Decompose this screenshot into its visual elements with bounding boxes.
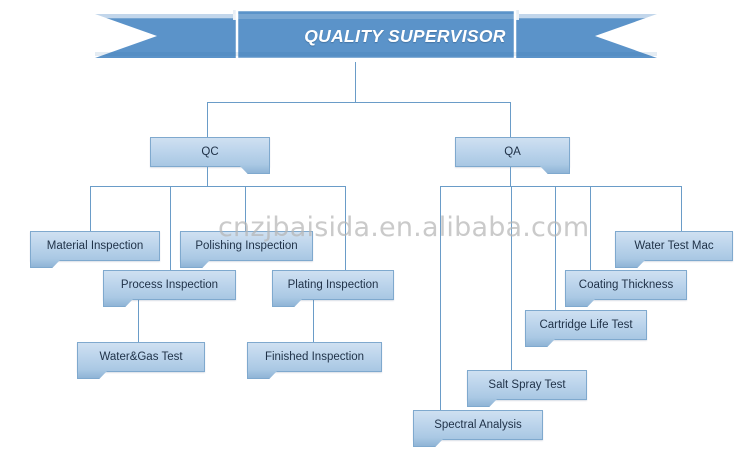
connector-drop-qc [207,102,208,137]
node-water-test-mac-label: Water Test Mac [634,240,714,252]
connector-qc-drop-polishing [245,186,246,231]
node-qa-label: QA [504,146,521,158]
node-coating-thickness[interactable]: Coating Thickness [565,270,687,300]
node-material-inspection[interactable]: Material Inspection [30,231,160,261]
node-plating-inspection[interactable]: Plating Inspection [272,270,394,300]
node-qc[interactable]: QC [150,137,270,167]
connector-qc-drop-material [90,186,91,231]
node-polishing-inspection[interactable]: Polishing Inspection [180,231,313,261]
connector-qc-stem [207,167,208,186]
node-salt-spray-test-label: Salt Spray Test [488,379,566,391]
connector-plating-to-finished [313,300,314,342]
node-plating-inspection-label: Plating Inspection [287,279,379,291]
connector-qa-drop-watertest [681,186,682,231]
connector-qc-bus [90,186,346,187]
node-water-gas-test[interactable]: Water&Gas Test [77,342,205,372]
node-qc-label: QC [201,146,219,158]
node-water-test-mac[interactable]: Water Test Mac [615,231,733,261]
connector-process-to-watergas [138,300,139,342]
node-qa[interactable]: QA [455,137,570,167]
connector-qa-drop-cartridge [555,186,556,310]
node-spectral-analysis-label: Spectral Analysis [434,419,522,431]
connector-qa-drop-saltspray [511,186,512,370]
connector-qc-drop-plating [345,186,346,270]
connector-qa-bus [440,186,681,187]
node-spectral-analysis[interactable]: Spectral Analysis [413,410,543,440]
node-process-inspection-label: Process Inspection [120,279,219,291]
connector-root-trunk [355,62,356,103]
connector-drop-qa [510,102,511,137]
node-material-inspection-label: Material Inspection [46,240,144,252]
banner-ribbon-shape [95,8,657,61]
node-coating-thickness-label: Coating Thickness [578,279,674,291]
title-banner: QUALITY SUPERVISOR [95,8,657,64]
node-polishing-inspection-label: Polishing Inspection [195,240,298,252]
node-salt-spray-test[interactable]: Salt Spray Test [467,370,587,400]
page-title: QUALITY SUPERVISOR [304,26,506,46]
node-cartridge-life-test-label: Cartridge Life Test [539,319,633,331]
node-finished-inspection-label: Finished Inspection [264,351,365,363]
connector-qa-drop-spectral [440,186,441,410]
connector-qa-stem [510,167,511,186]
node-process-inspection[interactable]: Process Inspection [103,270,236,300]
node-finished-inspection[interactable]: Finished Inspection [247,342,382,372]
connector-qc-drop-process [170,186,171,270]
node-cartridge-life-test[interactable]: Cartridge Life Test [525,310,647,340]
node-water-gas-test-label: Water&Gas Test [99,351,183,363]
connector-qa-drop-coating [590,186,591,270]
connector-root-bus [207,102,511,103]
